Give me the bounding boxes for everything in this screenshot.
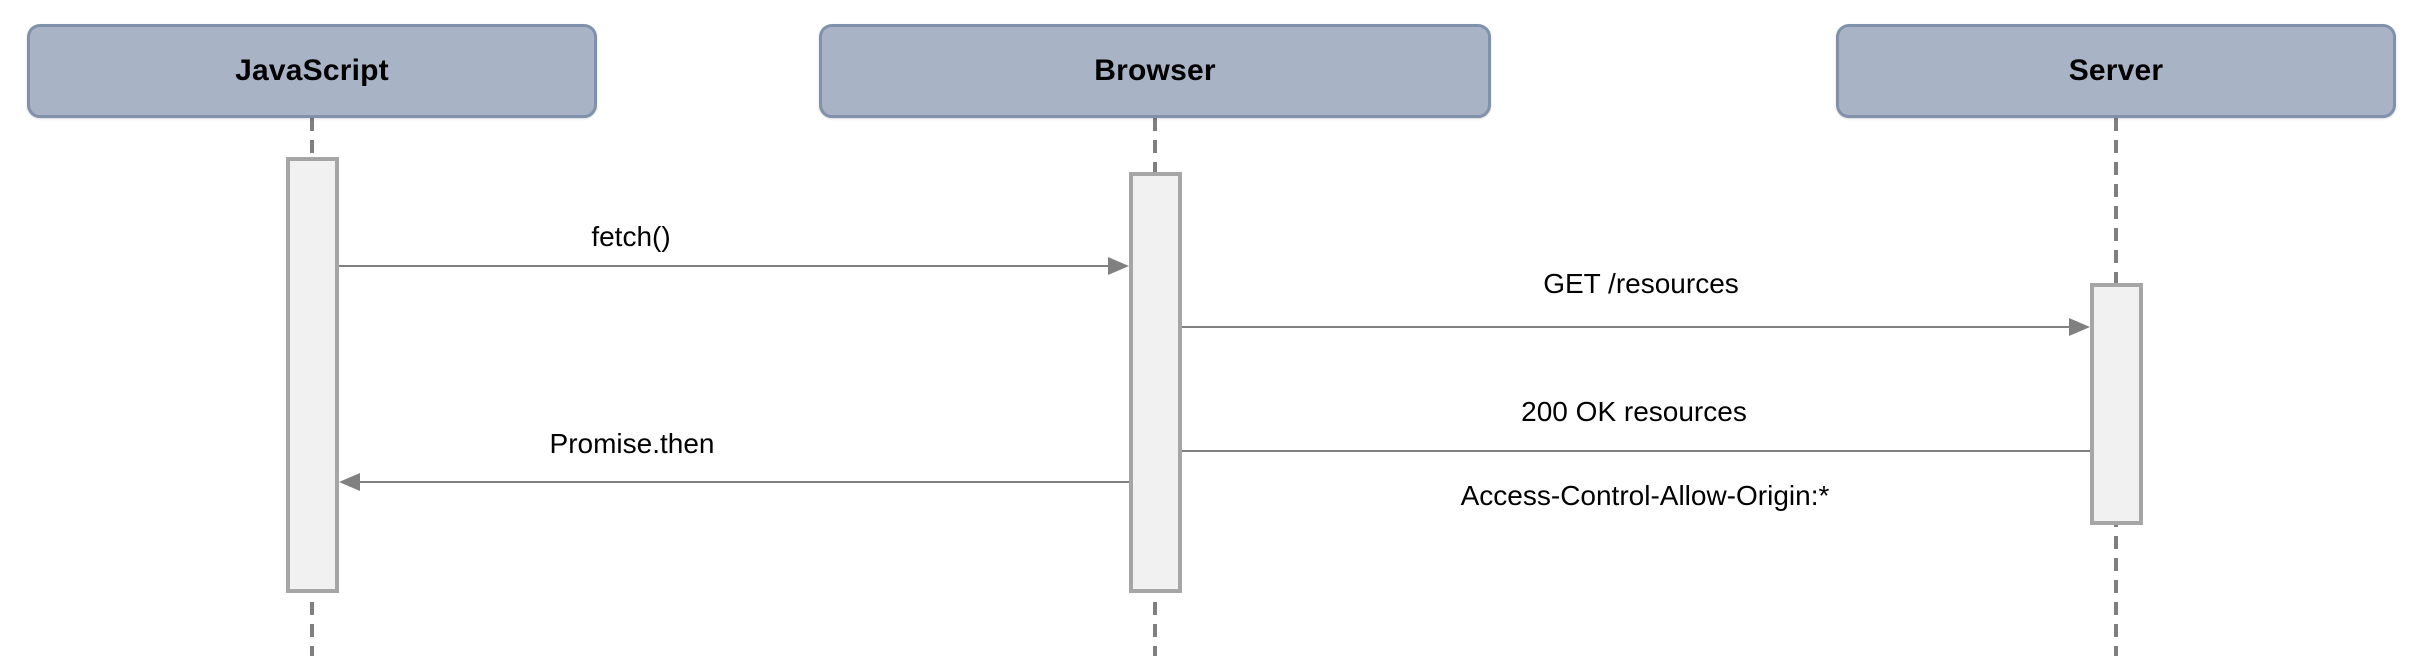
arrowhead-right-icon (2069, 318, 2090, 336)
actor-label-server: Server (2068, 54, 2164, 87)
arrowhead-left-icon (339, 473, 360, 491)
message-label-200-ok: 200 OK resources (1521, 396, 1747, 427)
message-sublabel-access-control-allow-origin: Access-Control-Allow-Origin:* (1460, 480, 1830, 511)
message-line-promise-then (357, 481, 1129, 483)
message-label-promise-then: Promise.then (549, 428, 715, 459)
actor-box-javascript: JavaScript (27, 24, 597, 118)
message-label-fetch: fetch() (591, 221, 671, 252)
activation-bar-server (2090, 283, 2143, 525)
message-line-200-ok (1182, 450, 2090, 452)
actor-box-browser: Browser (819, 24, 1491, 118)
activation-bar-javascript (286, 157, 339, 593)
actor-box-server: Server (1836, 24, 2396, 118)
activation-bar-browser (1129, 172, 1182, 593)
actor-label-browser: Browser (1094, 54, 1216, 87)
message-label-get-resources: GET /resources (1543, 268, 1739, 299)
message-line-get-resources (1182, 326, 2072, 328)
actor-label-javascript: JavaScript (235, 54, 389, 87)
arrowhead-right-icon (1108, 257, 1129, 275)
message-line-fetch (339, 265, 1111, 267)
